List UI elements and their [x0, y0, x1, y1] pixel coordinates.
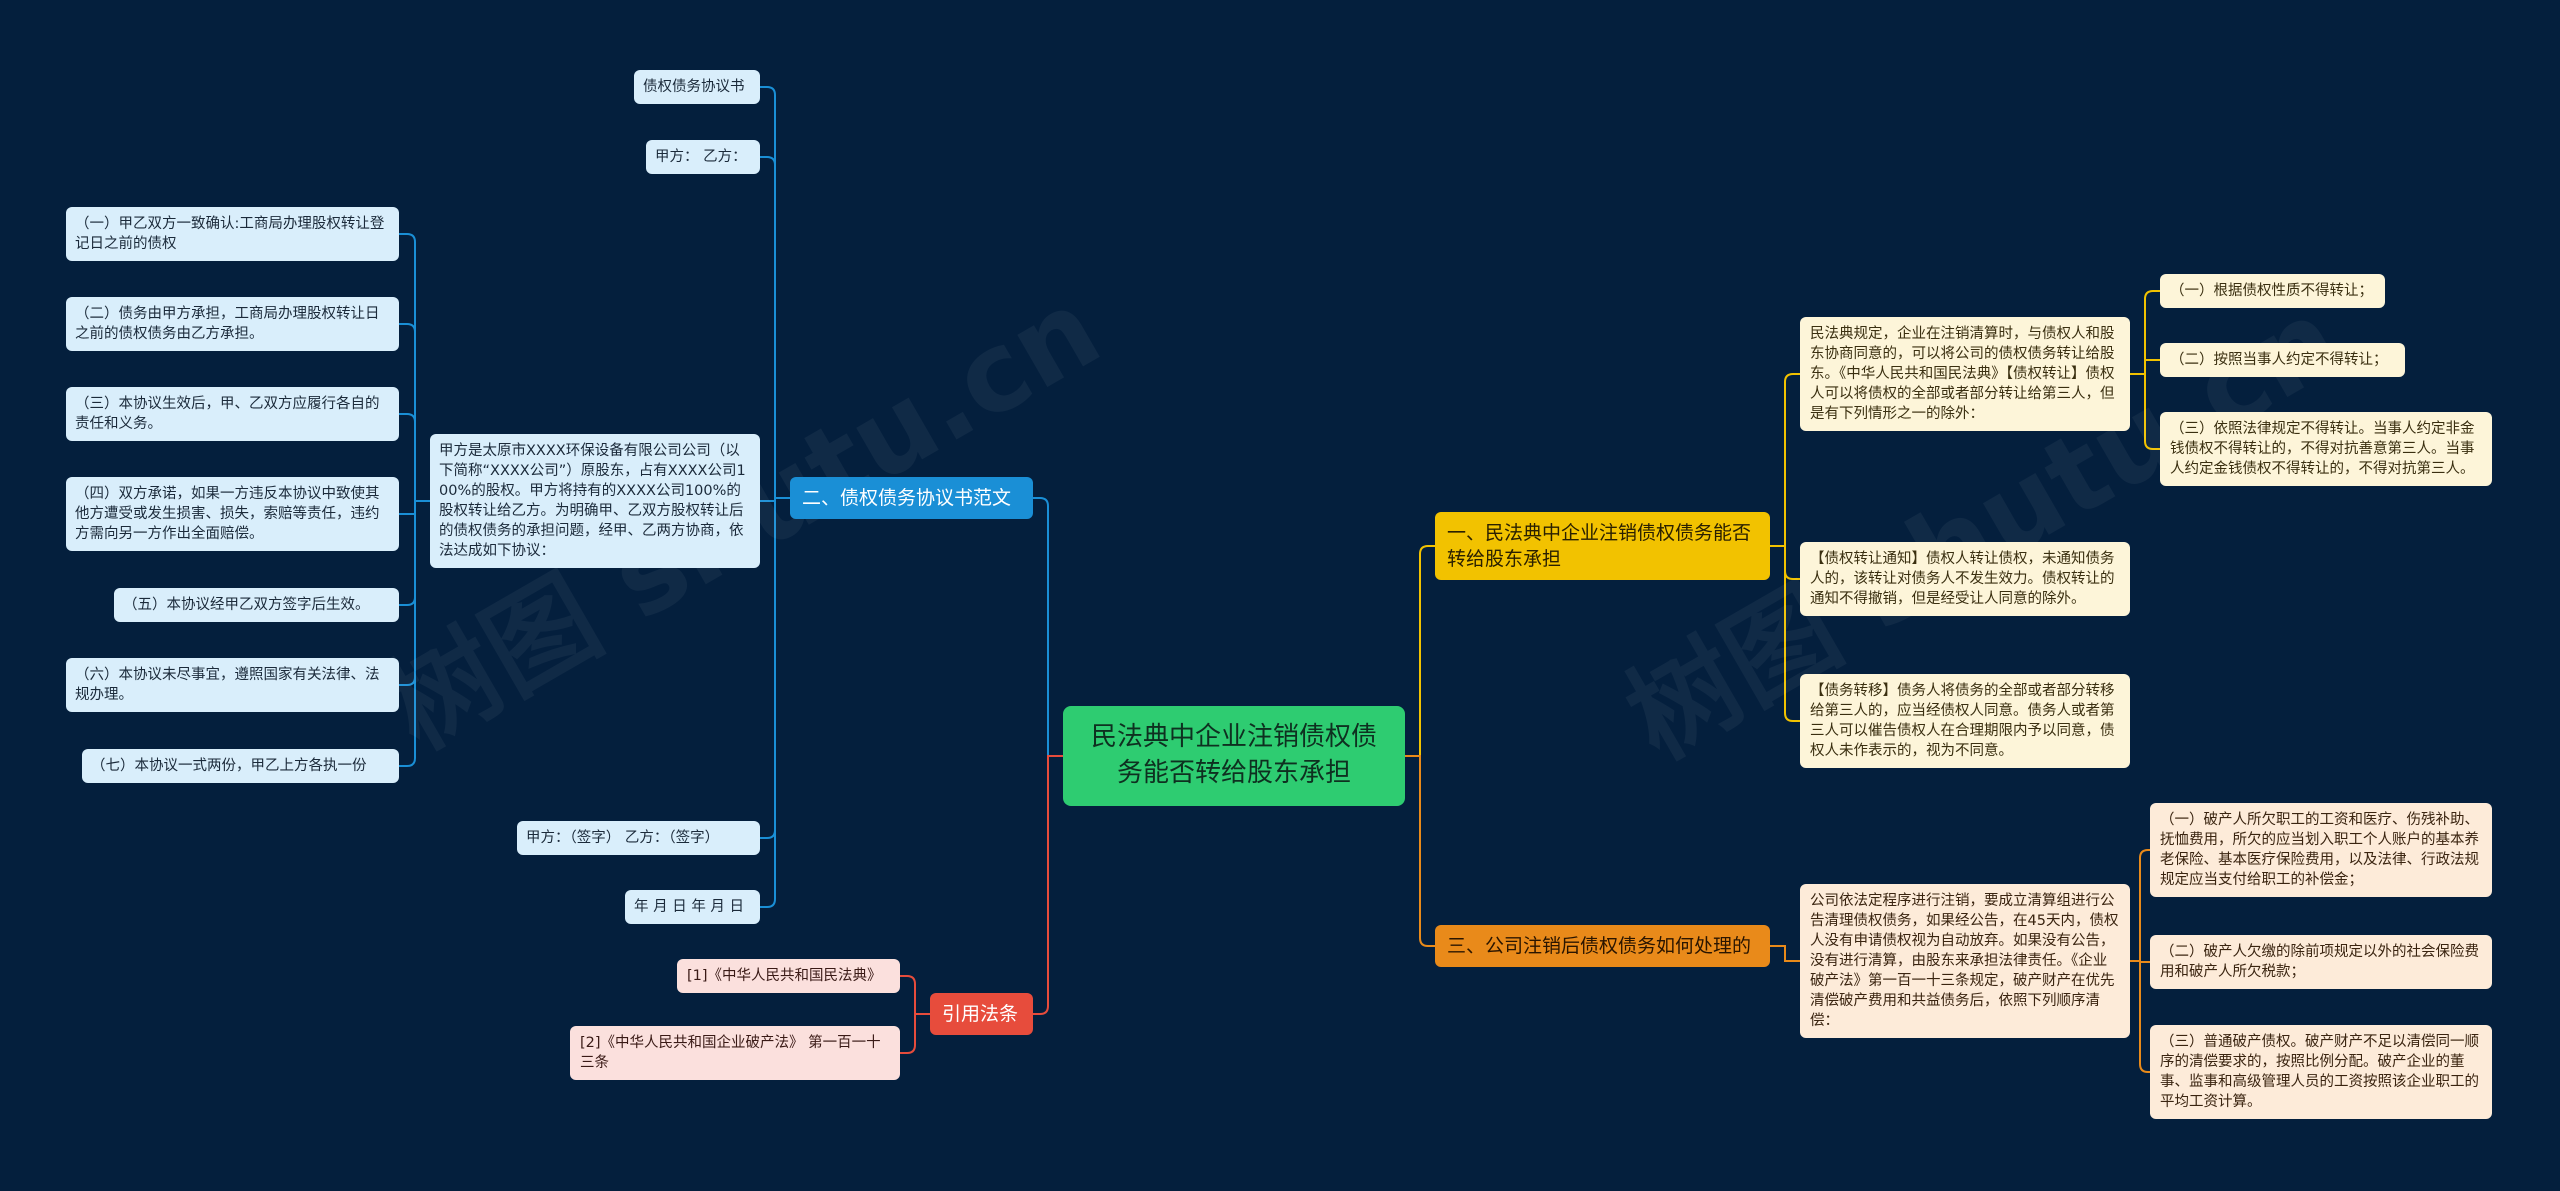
connector-b3s0: [2130, 849, 2150, 962]
branch-1-sub-1[interactable]: （一）根据债权性质不得转让；: [2160, 274, 2385, 308]
branch-2-sub-1[interactable]: （一）甲乙双方一致确认:工商局办理股权转让登记日之前的债权: [66, 207, 399, 261]
connector-b2s1: [399, 323, 430, 502]
connector-b3s1: [2130, 960, 2150, 963]
connector-b4c0: [900, 975, 930, 1015]
branch-2-sub-6[interactable]: （六）本协议未尽事宜，遵照国家有关法律、法规办理。: [66, 658, 399, 712]
connector-b2s4: [399, 500, 430, 606]
branch-3-child-1[interactable]: 公司依法定程序进行注销，要成立清算组进行公告清理债权债务，如果经公告，在45天内…: [1800, 884, 2130, 1038]
branch-2-sub-2[interactable]: （二）债务由甲方承担，工商局办理股权转让日之前的债权债务由乙方承担。: [66, 297, 399, 351]
connector-b4c1: [900, 1013, 930, 1054]
branch-2-sub-5[interactable]: （五）本协议经甲乙双方签字后生效。: [114, 588, 399, 622]
connector-b1: [1405, 545, 1435, 757]
branch-1-title[interactable]: 一、民法典中企业注销债权债务能否转给股东承担: [1435, 512, 1770, 581]
branch-2-sub-3[interactable]: （三）本协议生效后，甲、乙双方应履行各自的责任和义务。: [66, 387, 399, 441]
branch-2-child-5[interactable]: 年 月 日 年 月 日: [625, 890, 760, 924]
branch-2-sub-7[interactable]: （七）本协议一式两份，甲乙上方各执一份: [82, 749, 399, 783]
branch-4-child-1[interactable]: [1]《中华人民共和国民法典》: [677, 959, 900, 993]
branch-2-child-4[interactable]: 甲方：（签字） 乙方：（签字）: [517, 821, 760, 855]
connector-b3: [1405, 755, 1435, 947]
branch-2-child-3[interactable]: 甲方是太原市XXXX环保设备有限公司公司（以下简称“XXXX公司”）原股东，占有…: [430, 434, 760, 568]
connector-b3c0: [1770, 945, 1800, 962]
branch-1-child-1[interactable]: 民法典规定，企业在注销清算时，与债权人和股东协商同意的，可以将公司的债权债务转让…: [1800, 317, 2130, 431]
connector-b3s2: [2130, 960, 2150, 1073]
branch-3-sub-2[interactable]: （二）破产人欠缴的除前项规定以外的社会保险费用和破产人所欠税款；: [2150, 935, 2492, 989]
connector-b2: [1033, 497, 1063, 757]
branch-1-child-3[interactable]: 【债务转移】债务人将债务的全部或者部分转移给第三人的，应当经债权人同意。债务人或…: [1800, 674, 2130, 768]
branch-3-title[interactable]: 三、公司注销后债权债务如何处理的: [1435, 925, 1770, 968]
branch-4-title[interactable]: 引用法条: [930, 993, 1033, 1036]
connector-b2s3: [399, 500, 430, 515]
branch-3-sub-1[interactable]: （一）破产人所欠职工的工资和医疗、伤残补助、抚恤费用，所欠的应当划入职工个人账户…: [2150, 803, 2492, 897]
central-topic[interactable]: 民法典中企业注销债权债务能否转给股东承担: [1063, 706, 1405, 806]
branch-1-sub-3[interactable]: （三）依照法律规定不得转让。当事人约定非金钱债权不得转让的，不得对抗善意第三人。…: [2160, 412, 2492, 486]
branch-2-title[interactable]: 二、债权债务协议书范文: [790, 477, 1033, 520]
branch-3-sub-3[interactable]: （三）普通破产债权。破产财产不足以清偿同一顺序的清偿要求的，按照比例分配。破产企…: [2150, 1025, 2492, 1119]
branch-1-sub-2[interactable]: （二）按照当事人约定不得转让；: [2160, 343, 2405, 377]
connector-b1c0: [1770, 373, 1800, 547]
branch-2-child-1[interactable]: 债权债务协议书: [634, 70, 760, 104]
connector-b4: [1033, 755, 1063, 1015]
branch-2-child-2[interactable]: 甲方： 乙方：: [646, 140, 760, 174]
connector-b2s2: [399, 413, 430, 502]
branch-1-child-2[interactable]: 【债权转让通知】债权人转让债权，未通知债务人的，该转让对债务人不发生效力。债权转…: [1800, 542, 2130, 616]
branch-4-child-2[interactable]: [2]《中华人民共和国企业破产法》 第一百一十三条: [570, 1026, 900, 1080]
branch-2-sub-4[interactable]: （四）双方承诺，如果一方违反本协议中致使其他方遭受或发生损害、损失，索赔等责任，…: [66, 477, 399, 551]
connector-b2s0: [399, 233, 430, 502]
